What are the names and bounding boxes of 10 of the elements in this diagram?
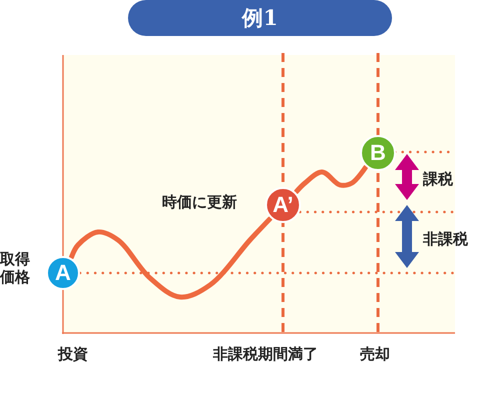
chart-line	[294, 164, 368, 194]
timeline-label: 非課税期間満了	[213, 345, 318, 363]
chart-line	[69, 216, 272, 300]
title-banner: 例1	[128, 0, 392, 36]
point-marker: A	[46, 256, 80, 290]
tax-label: 課税	[423, 170, 453, 188]
timeline-label: 投資	[58, 345, 88, 363]
tax-label: 非課税	[423, 230, 468, 248]
point-caption: 時価に更新	[162, 193, 237, 211]
timeline-label: 売却	[360, 345, 390, 363]
